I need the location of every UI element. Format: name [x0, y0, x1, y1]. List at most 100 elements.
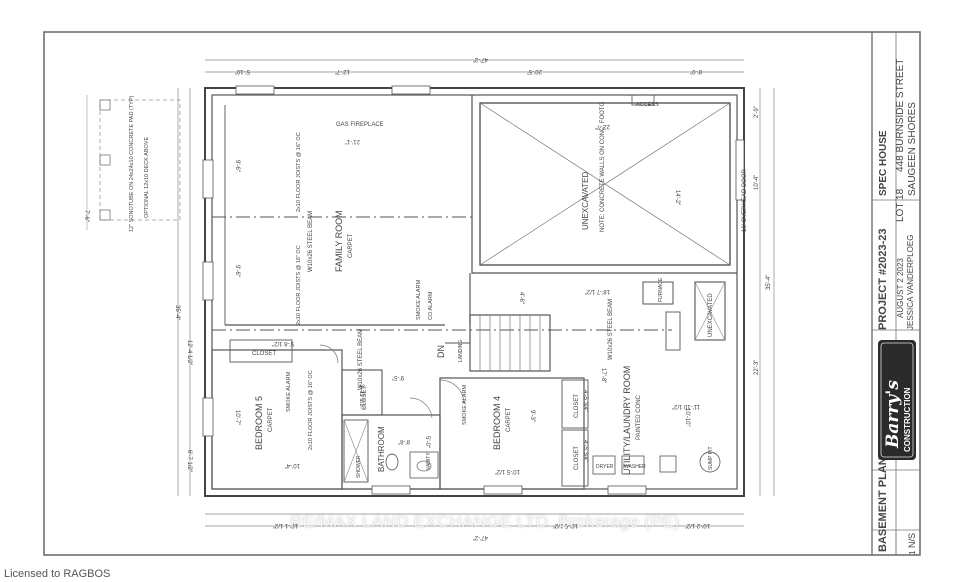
- furnace-label: FURNACE: [658, 277, 664, 302]
- smoke-alarm-label-2: SMOKE ALARM: [286, 372, 292, 412]
- bedroom-4-closet-label-1: CLOSET: [574, 394, 580, 418]
- bedroom-4-floor: CARPET: [506, 407, 512, 432]
- dim-bottom-3: 47'-2": [473, 534, 488, 540]
- dim-int-10: 10'-10": [684, 408, 690, 427]
- joists-label-1: 2x10 FLOOR JOISTS @ 16" OC: [296, 132, 302, 212]
- bedroom-5-outline: [211, 349, 343, 490]
- shower-label: SHOWER: [356, 455, 362, 478]
- project-number: PROJECT #2023-23: [877, 229, 889, 331]
- dryer-label: DRYER: [596, 464, 614, 470]
- steel-beam-label-2: W10x26 STEEL BEAM: [358, 329, 364, 390]
- landing-label: LANDING: [458, 340, 464, 362]
- dim-int-8: 10'-5 1/2": [495, 468, 520, 474]
- barrys-construction-logo: Barry's CONSTRUCTION: [878, 340, 916, 460]
- crawl-access-label: ACCESS: [636, 102, 659, 108]
- unexcavated-note: NOTE: CONCRETE WALLS ON CONC. FOOTG: [600, 102, 606, 232]
- dim-bottom-4: 10'-2 1/2": [685, 522, 710, 528]
- brokerage-watermark: RE/MAX LAND EXCHANGE LTD. Brokerage (PE): [290, 512, 680, 531]
- dim-int-6: 10'-7": [234, 410, 240, 425]
- furnace: [642, 281, 674, 305]
- dim-int-5: 18'-7 1/2": [585, 288, 610, 294]
- dim-left-4: 9'-6": [234, 160, 240, 172]
- vanity-label: VANITY: [426, 452, 432, 470]
- dim-right-3: 22'-3": [754, 360, 760, 375]
- dim-int-16: 8'-8": [398, 438, 410, 444]
- dim-top-1: 5'-10": [235, 68, 250, 74]
- bedroom-5-floor: CARPET: [268, 407, 274, 432]
- dim-int-14: 4'-5 3/4": [582, 390, 588, 412]
- washer-label: WASHER: [624, 464, 646, 470]
- sump-pit-label: SUMP PIT: [708, 446, 714, 470]
- page-number: 1: [908, 550, 917, 555]
- svg-text:CONSTRUCTION: CONSTRUCTION: [903, 387, 912, 452]
- joists-label-3: 2x10 FLOOR JOISTS @ 16" OC: [308, 370, 314, 450]
- unexcavated-label: UNEXCAVATED: [581, 172, 590, 230]
- gas-fireplace-label: GAS FIREPLACE: [336, 122, 384, 128]
- dim-right-4: 2'-9": [754, 106, 760, 118]
- unexcavated-small: [694, 281, 726, 341]
- dim-int-18: 10'-4": [285, 462, 300, 468]
- bedroom-5-label: BEDROOM 5: [254, 396, 264, 450]
- stairs-dn-label: DN: [436, 345, 446, 358]
- shower: [343, 419, 369, 483]
- dim-left-2: 12'-4 1/2": [186, 340, 192, 365]
- sonotube-note: 12" SONOTUBE ON 24x24x10 CONCRETE PAD (T…: [129, 96, 135, 232]
- dim-int-1: 21'-1": [345, 138, 360, 144]
- dryer: [592, 455, 616, 475]
- dim-int-13: 3'-11 1/2": [358, 384, 364, 409]
- client-name: SPEC HOUSE: [878, 130, 889, 196]
- bedroom-5-closet: [229, 339, 293, 363]
- dim-int-15: 4'-5 3/4": [582, 440, 588, 462]
- drawing-date: AUGUST 2 2023: [896, 258, 905, 318]
- bathroom-label: BATHROOM: [377, 426, 386, 472]
- sump-pit: [699, 451, 721, 473]
- dim-top-4: 20'-5": [527, 68, 542, 74]
- dim-top-3: 47'-2": [473, 56, 488, 62]
- bedroom-5-closet-label: CLOSET: [252, 351, 276, 357]
- drawn-by: JESSICA VANDERPLOEG: [906, 235, 915, 330]
- svg-text:Barry's: Barry's: [883, 380, 903, 449]
- town-name: SAUGEEN SHORES: [907, 102, 918, 196]
- hall-closet-label: CLOSET: [362, 386, 368, 410]
- dim-int-2: 22'-7": [595, 123, 610, 129]
- dim-bottom-1: 10'-1 1/2": [273, 522, 298, 528]
- dim-int-11: 17'-8": [600, 368, 606, 383]
- deck-above-note: OPTIONAL 12x10 DECK ABOVE: [144, 137, 150, 218]
- unexcavated-area: [479, 102, 731, 266]
- washer: [621, 455, 645, 475]
- bedroom-4-label: BEDROOM 4: [492, 396, 502, 450]
- dim-left-1: 35'-4": [174, 305, 180, 320]
- utility-room-label: UTILITY/LAUNDRY ROOM: [622, 366, 632, 475]
- utility-room-floor: PAINTED CONC: [636, 394, 642, 440]
- family-room-label: FAMILY ROOM: [334, 210, 344, 272]
- dim-int-9: 11'-10 1/2": [672, 403, 700, 409]
- unexcavated-small-label: UNEXCAVATED: [708, 293, 714, 337]
- dim-int-4: 4'-6": [518, 292, 524, 304]
- dim-top-2: 12'-7": [335, 68, 350, 74]
- overhead-door-label: 16' OVERHEAD DOOR: [742, 169, 748, 232]
- lot-number: LOT 18: [895, 188, 906, 222]
- scale-value: N/S: [907, 533, 917, 548]
- dim-int-17: 5'-0": [424, 436, 430, 448]
- dim-left-3: 6'-7 1/2": [186, 450, 192, 472]
- optional-deck-outline: [99, 99, 181, 221]
- dim-left-5: 9'-6": [234, 265, 240, 277]
- smoke-alarm-label-1: SMOKE ALARM: [416, 280, 422, 320]
- dim-int-12: 5'-8 1/2": [272, 340, 294, 346]
- smoke-alarm-label-3: SMOKE ALARM: [462, 385, 468, 425]
- dim-left-6: 7'-6": [83, 210, 89, 222]
- sheet-title: BASEMENT PLAN: [877, 457, 889, 552]
- steel-beam-label-1: W10x26 STEEL BEAM: [308, 211, 314, 272]
- joists-label-2: 2x10 FLOOR JOISTS @ 16" OC: [296, 245, 302, 325]
- street-address: 448 BURNSIDE STREET: [895, 59, 906, 172]
- bedroom-4-closet-top: [561, 379, 589, 429]
- dim-right-2: 10'-4": [754, 175, 760, 190]
- dim-bottom-2: 10'-5 1/2": [553, 522, 578, 528]
- dim-int-3: 14'-2": [674, 190, 680, 205]
- license-credit: Licensed to RAGBOS: [4, 568, 111, 580]
- dim-int-19: 9'-5": [392, 374, 404, 380]
- toilet: [385, 453, 399, 471]
- dim-right-1: 35'-4": [766, 275, 772, 290]
- vanity: [409, 451, 439, 479]
